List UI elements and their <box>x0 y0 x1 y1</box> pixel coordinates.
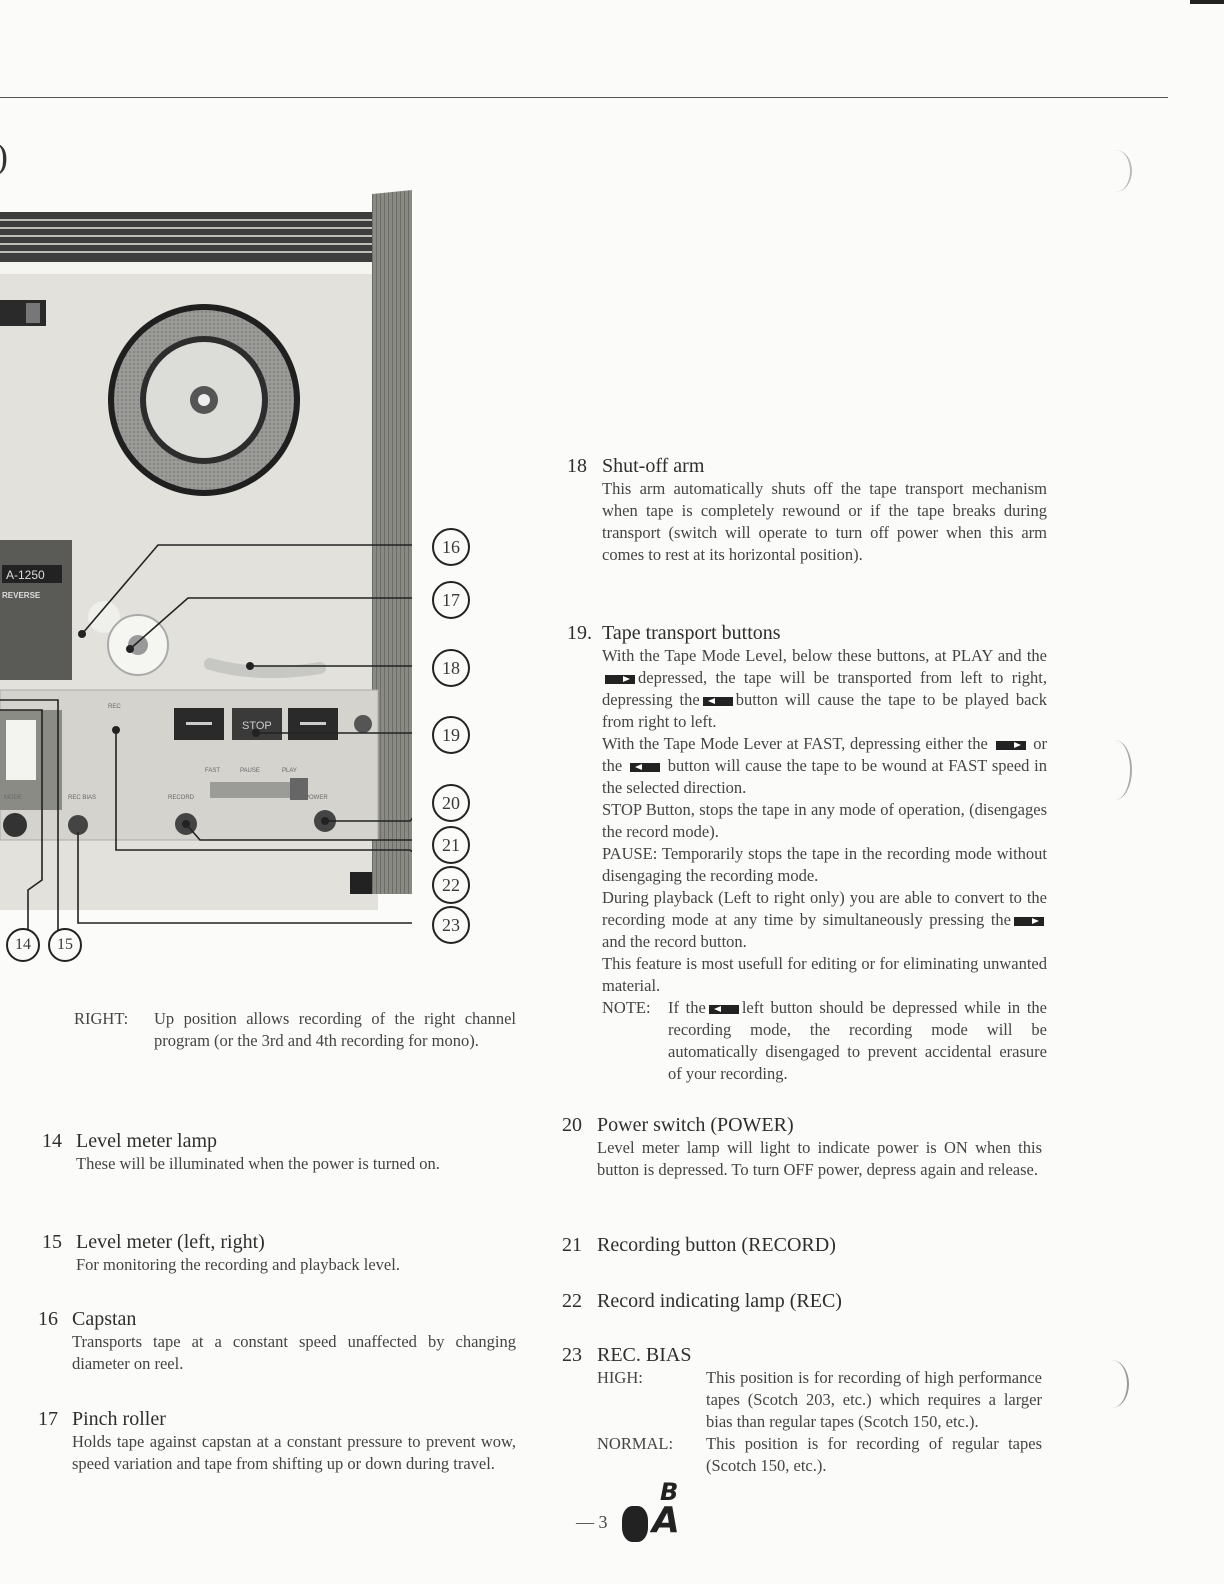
callout-14: 14 <box>6 928 40 962</box>
panel-label-mode: MODE <box>4 795 22 801</box>
punch-mark <box>1098 740 1132 800</box>
item-17-body: Holds tape against capstan at a constant… <box>72 1432 516 1473</box>
panel-label-record: RECORD <box>168 795 195 801</box>
page-number: — 3 <box>576 1512 608 1532</box>
item-19-para-4: PAUSE: Temporarily stops the tape in the… <box>602 844 1047 885</box>
right-note: RIGHT: Up position allows recording of t… <box>74 1008 516 1052</box>
callout-15: 15 <box>48 928 82 962</box>
right-note-text: Up position allows recording of the righ… <box>154 1009 516 1050</box>
reverse-button-icon <box>708 1004 739 1014</box>
item-18-body: This arm automatically shuts off the tap… <box>602 479 1047 564</box>
ink-blot <box>622 1506 648 1542</box>
item-23-high: HIGH: This position is for recording of … <box>597 1368 1042 1431</box>
model-badge: A-1250 <box>6 568 45 582</box>
callout-21: 21 <box>432 826 470 864</box>
forward-button-icon <box>605 674 635 684</box>
callout-19: 19 <box>432 716 470 754</box>
stop-button-label: STOP <box>242 720 272 732</box>
callout-17: 17 <box>432 581 470 619</box>
panel-label-pause: PAUSE <box>240 768 260 774</box>
callout-23: 23 <box>432 906 470 944</box>
handwritten-b: B <box>660 1478 679 1506</box>
item-19-para-1: With the Tape Mode Level, below these bu… <box>602 646 1047 731</box>
right-note-key: RIGHT: <box>74 1009 129 1028</box>
reverse-button-icon <box>629 762 660 772</box>
item-19-para-5: During playback (Left to right only) you… <box>602 888 1047 951</box>
item-14-body: These will be illuminated when the power… <box>76 1154 440 1173</box>
panel-label-rec: REC <box>108 704 121 710</box>
page-edge-mark <box>1190 0 1224 4</box>
callout-18: 18 <box>432 649 470 687</box>
reverse-label: REVERSE <box>2 591 41 600</box>
item-19-para-6: This feature is most usefull for editing… <box>602 954 1047 995</box>
item-19-para-3: STOP Button, stops the tape in any mode … <box>602 800 1047 841</box>
item-15-body: For monitoring the recording and playbac… <box>76 1255 400 1274</box>
handwritten-a: A <box>652 1500 680 1541</box>
item-16-body: Transports tape at a constant speed unaf… <box>72 1332 516 1373</box>
panel-label-fast: FAST <box>205 768 220 774</box>
header-rule <box>0 97 1168 98</box>
margin-parenthesis: ) <box>0 135 8 177</box>
item-19-body: With the Tape Mode Level, below these bu… <box>567 645 1047 1085</box>
callout-20: 20 <box>432 784 470 822</box>
callout-22: 22 <box>432 866 470 904</box>
callout-16: 16 <box>432 528 470 566</box>
punch-mark <box>1095 1360 1129 1408</box>
item-23-normal: NORMAL: This position is for recording o… <box>597 1434 1042 1475</box>
forward-button-icon <box>1014 916 1044 926</box>
item-20-body: Level meter lamp will light to indicate … <box>597 1138 1042 1179</box>
item-19-para-2: With the Tape Mode Lever at FAST, depres… <box>602 734 1048 797</box>
panel-label-power: POWER <box>305 795 328 801</box>
punch-mark <box>1100 150 1132 192</box>
tape-deck-photo: A-1250 REVERSE STOP REC MODE REC BIAS RE… <box>0 190 412 930</box>
item-19-heading: 19.Tape transport buttons <box>567 622 781 644</box>
panel-label-play: PLAY <box>282 768 297 774</box>
reverse-button-icon <box>702 696 733 706</box>
forward-button-icon <box>995 740 1026 750</box>
panel-label-rec-bias: REC BIAS <box>68 795 96 801</box>
item-19: 19.Tape transport buttons With the Tape … <box>567 622 1047 1085</box>
